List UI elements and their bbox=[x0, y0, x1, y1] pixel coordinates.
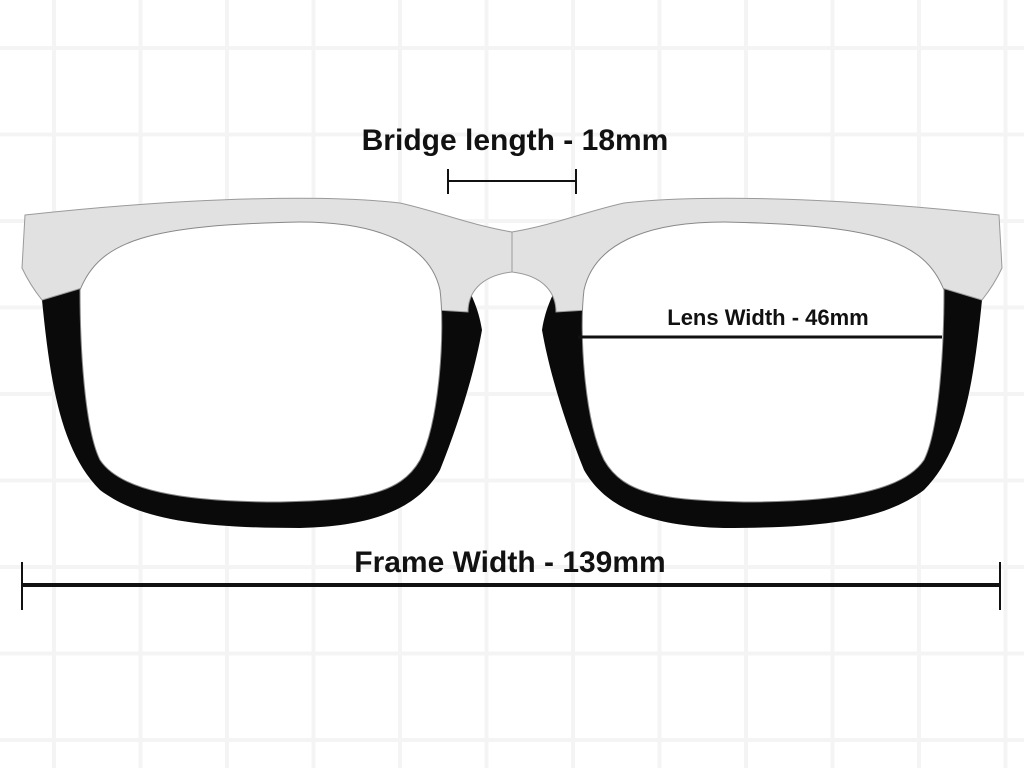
left-lens bbox=[79, 221, 443, 503]
lens-width-label: Lens Width - 46mm bbox=[667, 305, 869, 330]
bridge-dimension bbox=[447, 169, 577, 194]
left-rim bbox=[21, 197, 513, 528]
bridge-length-label: Bridge length - 18mm bbox=[362, 124, 669, 157]
glasses-frame bbox=[21, 197, 1003, 528]
frame-width-dimension bbox=[21, 562, 1001, 610]
right-rim bbox=[511, 197, 1003, 528]
right-lens bbox=[581, 221, 945, 503]
frame-width-label: Frame Width - 139mm bbox=[354, 546, 665, 579]
